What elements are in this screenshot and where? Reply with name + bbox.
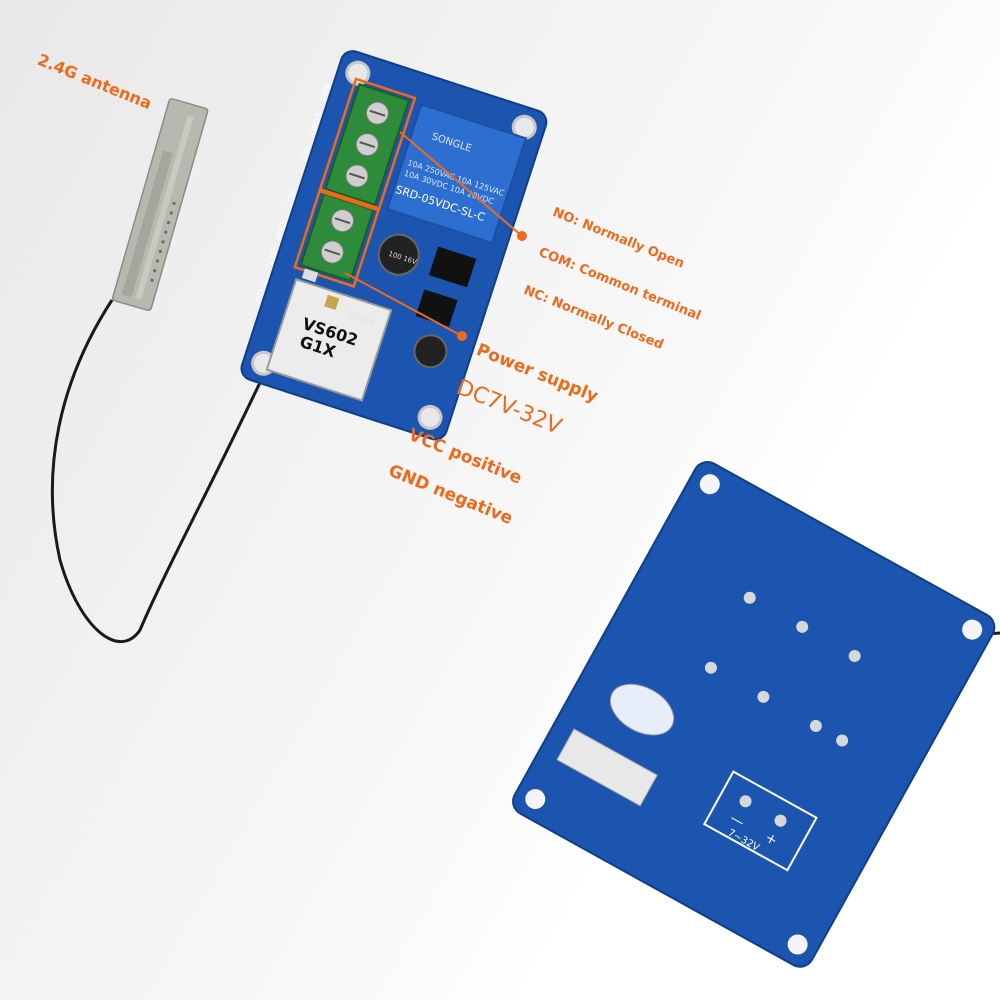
antenna-pcb: [111, 98, 209, 312]
antenna-cable: [50, 299, 282, 643]
leader-relay-terminals: [399, 131, 523, 237]
leader-power-terminals: [344, 272, 463, 337]
back-minus-label: —: [727, 810, 747, 831]
set-label: SET: [264, 249, 277, 266]
back-pcb-board: [512, 461, 996, 968]
front-pcb-board: [240, 50, 548, 441]
